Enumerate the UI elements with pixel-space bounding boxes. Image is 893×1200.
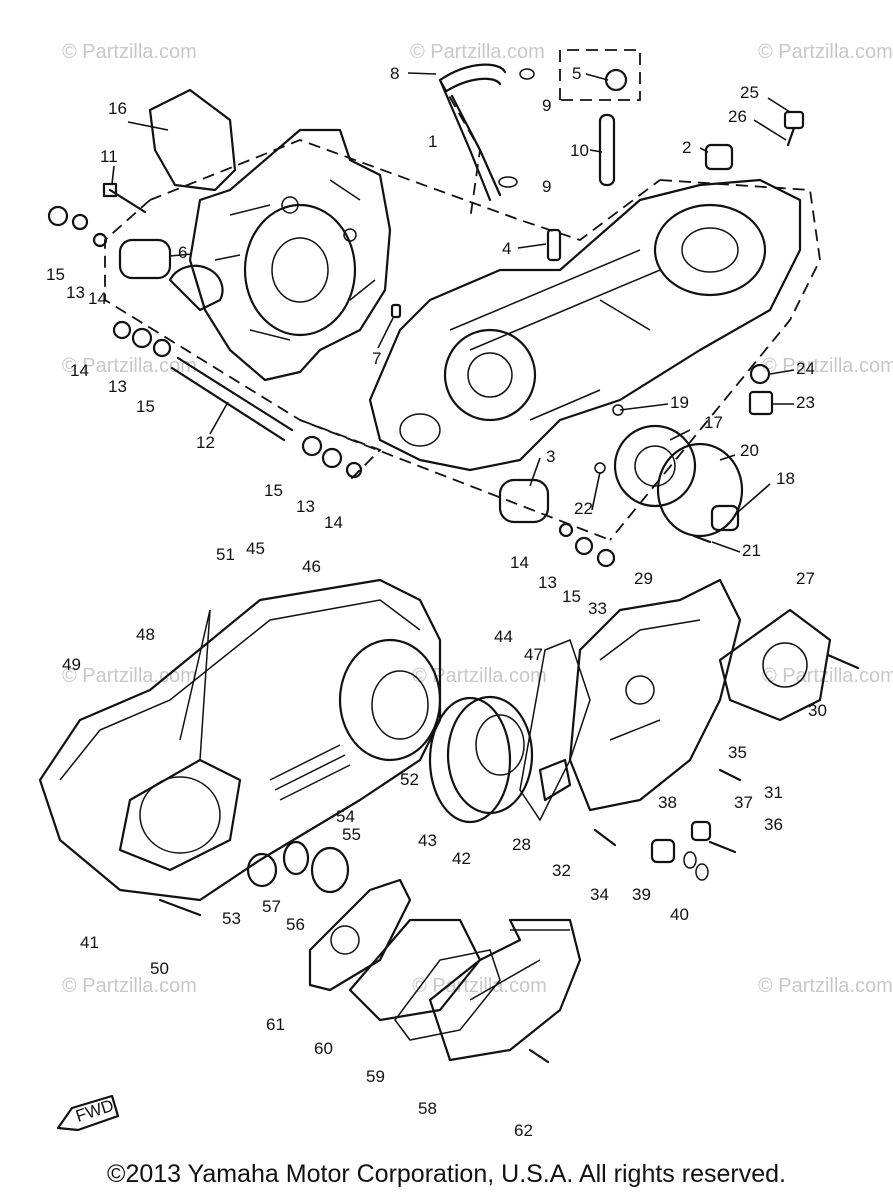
- callout-number: 38: [658, 793, 677, 812]
- callout-number: 13: [296, 497, 315, 516]
- callout-number: 48: [136, 625, 155, 644]
- callout-number: 18: [776, 469, 795, 488]
- callout-number: 40: [670, 905, 689, 924]
- callout-number: 57: [262, 897, 281, 916]
- callout-number: 15: [562, 587, 581, 606]
- callout-number: 9: [542, 96, 551, 115]
- callout-number: 9: [542, 177, 551, 196]
- callout-number: 4: [502, 239, 511, 258]
- left-crankcase: [188, 128, 392, 382]
- callout-number: 14: [70, 361, 89, 380]
- callout-number: 13: [538, 573, 557, 592]
- callout-number: 47: [524, 645, 543, 664]
- callout-number: 59: [366, 1067, 385, 1086]
- watermark: © Partzilla.com: [762, 355, 893, 377]
- callout-number: 7: [372, 349, 381, 368]
- callout-number: 51: [216, 545, 235, 564]
- callout-number: 14: [88, 289, 107, 308]
- callout-number: 8: [390, 64, 399, 83]
- fwd-arrow: FWD: [56, 1094, 120, 1132]
- callout-number: 60: [314, 1039, 333, 1058]
- right-side-parts: [498, 363, 774, 568]
- secondary-cover: [519, 578, 860, 881]
- clutch-drum: [428, 695, 534, 824]
- callout-number: 1: [428, 132, 437, 151]
- callout-number: 30: [808, 701, 827, 720]
- watermark: © Partzilla.com: [758, 41, 893, 63]
- callout-number: 31: [764, 783, 783, 802]
- air-duct-parts: [158, 840, 582, 1064]
- callout-number: 33: [588, 599, 607, 618]
- callout-number: 45: [246, 539, 265, 558]
- callout-number: 19: [670, 393, 689, 412]
- callout-number: 15: [264, 481, 283, 500]
- callout-number: 56: [286, 915, 305, 934]
- callout-layer: 1 2 3 4 5 6 7 8 9 9 10 11 12 13 13 13 13…: [46, 64, 827, 1140]
- leader-lines: [111, 72, 795, 553]
- callout-number: 43: [418, 831, 437, 850]
- callout-number: 32: [552, 861, 571, 880]
- callout-number: 11: [100, 147, 118, 166]
- callout-number: 41: [80, 933, 99, 952]
- watermark: © Partzilla.com: [62, 355, 197, 377]
- callout-number: 49: [62, 655, 81, 674]
- callout-number: 12: [196, 433, 215, 452]
- callout-number: 15: [136, 397, 155, 416]
- fwd-label: FWD: [73, 1096, 116, 1126]
- callout-number: 34: [590, 885, 609, 904]
- callout-number: 14: [324, 513, 343, 532]
- watermark: © Partzilla.com: [410, 41, 545, 63]
- callout-number: 13: [66, 283, 85, 302]
- callout-number: 13: [108, 377, 127, 396]
- callout-number: 24: [796, 359, 815, 378]
- callout-number: 46: [302, 557, 321, 576]
- callout-number: 35: [728, 743, 747, 762]
- right-crankcase: [368, 178, 802, 472]
- callout-number: 21: [742, 541, 761, 560]
- callout-number: 62: [514, 1121, 533, 1140]
- callout-number: 39: [632, 885, 651, 904]
- callout-number: 28: [512, 835, 531, 854]
- callout-number: 10: [570, 141, 589, 160]
- watermark-layer: © Partzilla.com © Partzilla.com © Partzi…: [62, 41, 893, 997]
- callout-number: 58: [418, 1099, 437, 1118]
- callout-number: 42: [452, 849, 471, 868]
- watermark: © Partzilla.com: [762, 665, 893, 687]
- callout-number: 16: [108, 99, 127, 118]
- watermark: © Partzilla.com: [62, 41, 197, 63]
- callout-number: 26: [728, 107, 747, 126]
- watermark: © Partzilla.com: [758, 975, 893, 997]
- callout-number: 50: [150, 959, 169, 978]
- copyright-notice: ©2013 Yamaha Motor Corporation, U.S.A. A…: [107, 1160, 786, 1188]
- callout-number: 27: [796, 569, 815, 588]
- callout-number: 15: [46, 265, 65, 284]
- callout-number: 22: [574, 499, 593, 518]
- top-small-parts: [47, 63, 805, 479]
- callout-number: 23: [796, 393, 815, 412]
- watermark: © Partzilla.com: [412, 975, 547, 997]
- callout-number: 2: [682, 138, 691, 157]
- callout-number: 6: [178, 243, 187, 262]
- callout-number: 14: [510, 553, 529, 572]
- callout-number: 54: [336, 807, 355, 826]
- transmission-cover: [38, 578, 442, 902]
- callout-number: 3: [546, 447, 555, 466]
- callout-number: 25: [740, 83, 759, 102]
- watermark: © Partzilla.com: [412, 665, 547, 687]
- callout-number: 52: [400, 770, 419, 789]
- callout-number: 37: [734, 793, 753, 812]
- callout-number: 44: [494, 627, 513, 646]
- watermark: © Partzilla.com: [62, 975, 197, 997]
- watermark: © Partzilla.com: [62, 665, 197, 687]
- callout-number: 17: [704, 413, 723, 432]
- callout-number: 29: [634, 569, 653, 588]
- callout-number: 20: [740, 441, 759, 460]
- callout-number: 61: [266, 1015, 285, 1034]
- callout-number: 36: [764, 815, 783, 834]
- callout-number: 55: [342, 825, 361, 844]
- callout-number: 5: [572, 64, 581, 83]
- callout-number: 53: [222, 909, 241, 928]
